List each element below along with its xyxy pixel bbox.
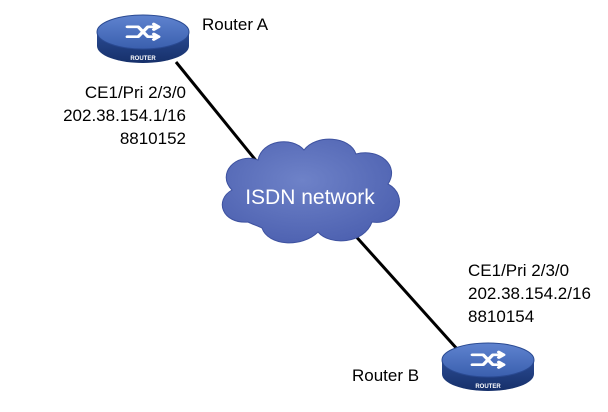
router-b-number: 8810154: [468, 307, 535, 326]
router-a-name: Router A: [202, 15, 269, 34]
router-a-icon: [96, 14, 190, 63]
router-a-ip: 202.38.154.1/16: [63, 106, 186, 125]
cloud-label: ISDN network: [245, 186, 375, 209]
link-router-a-to-cloud: [174, 61, 264, 169]
link-cloud-to-router-b: [350, 230, 460, 352]
router-a-badge: ROUTER: [130, 56, 156, 62]
cloud-icon: [221, 138, 400, 244]
router-b-badge: ROUTER: [475, 384, 501, 390]
router-a-interface: CE1/Pri 2/3/0: [84, 83, 186, 102]
router-b-icon: [441, 342, 535, 391]
router-b-name: Router B: [352, 366, 420, 385]
router-a-number: 8810152: [119, 129, 186, 148]
router-b-ip: 202.38.154.2/16: [468, 284, 591, 303]
router-b-interface: CE1/Pri 2/3/0: [468, 261, 570, 280]
